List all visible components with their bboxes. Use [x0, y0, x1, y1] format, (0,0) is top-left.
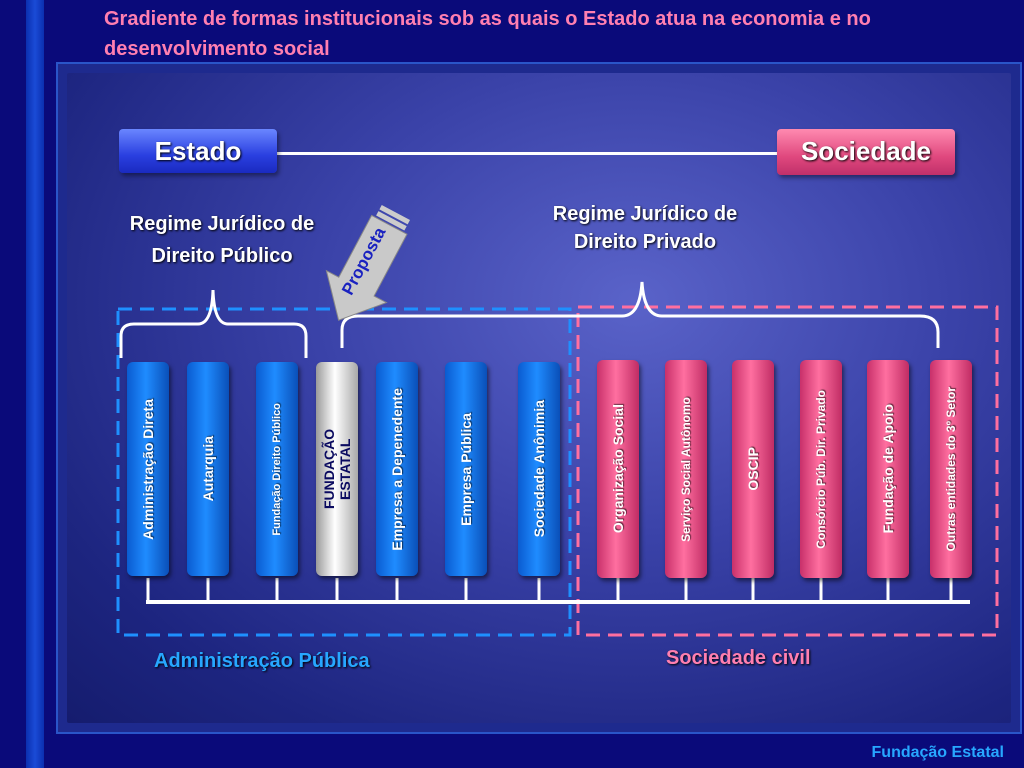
column-fundacao-direito-publico: Fundação Direito Público — [256, 362, 298, 576]
column-label: Consórcio Púb. Dir. Privado — [814, 389, 828, 549]
column-consorcio-pub-dir-privado: Consórcio Púb. Dir. Privado — [800, 360, 842, 578]
column-label: Fundação Direito Público — [271, 402, 283, 536]
column-label: OSCIP — [745, 447, 761, 491]
column-organizacao-social: Organização Social — [597, 360, 639, 578]
left-accent-bar — [26, 0, 44, 768]
regime-privado-label: Regime Jurídico de Direito Privado — [552, 203, 738, 253]
column-fundacao-de-apoio: Fundação de Apoio — [867, 360, 909, 578]
column-fundacao-estatal: FUNDAÇÃO ESTATAL — [316, 362, 358, 576]
column-label: Serviço Social Autônomo — [679, 396, 693, 542]
column-label: Organização Social — [610, 404, 626, 534]
slide-title: Gradiente de formas institucionais sob a… — [104, 8, 871, 60]
column-stems — [146, 578, 953, 602]
publico-brace — [119, 289, 308, 358]
column-empresa-publica: Empresa Pública — [445, 362, 487, 576]
sociedade-pill: Sociedade — [777, 129, 955, 175]
column-label: Autarquia — [200, 436, 216, 502]
column-label: FUNDAÇÃO ESTATAL — [321, 428, 353, 510]
regime-publico-label: Regime Jurídico de Direito Público — [129, 213, 315, 267]
privado-brace — [340, 281, 940, 348]
estado-sociedade-line — [277, 152, 777, 155]
column-label: Empresa a Depenedente — [389, 387, 405, 551]
column-empresa-a-depenedente: Empresa a Depenedente — [376, 362, 418, 576]
column-administracao-direta: Administração Direta — [127, 362, 169, 576]
column-servico-social-autonomo: Serviço Social Autônomo — [665, 360, 707, 578]
column-outras-entidades-do-3-setor: Outras entidades do 3º Setor — [930, 360, 972, 578]
column-sociedade-anonimia: Sociedade Anônimia — [518, 362, 560, 576]
footer-label: Fundação Estatal — [871, 744, 1004, 761]
estado-pill: Estado — [119, 129, 277, 173]
administracao-publica-label: Administração Pública — [154, 650, 370, 672]
column-label: Fundação de Apoio — [880, 404, 896, 534]
column-oscip: OSCIP — [732, 360, 774, 578]
column-label: Outras entidades do 3º Setor — [944, 386, 958, 552]
sociedade-civil-label: Sociedade civil — [666, 647, 811, 669]
column-label: Empresa Pública — [458, 412, 474, 526]
column-autarquia: Autarquia — [187, 362, 229, 576]
column-label: Administração Direta — [140, 398, 156, 540]
sociedade-civil-box — [576, 305, 999, 637]
column-label: Sociedade Anônimia — [531, 400, 547, 538]
